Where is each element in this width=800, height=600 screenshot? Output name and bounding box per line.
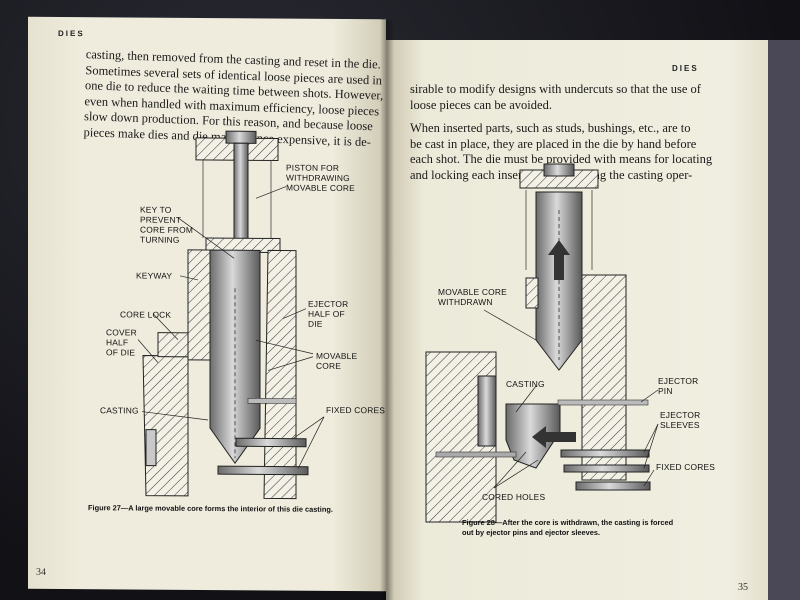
left-page: DIES casting, then removed from the cast…: [28, 16, 386, 592]
ejector-pin: [557, 399, 649, 406]
fixed-core: [575, 481, 651, 491]
figure-28-caption: Figure 28—After the core is withdrawn, t…: [462, 518, 752, 538]
figure-27-caption: Figure 27—A large movable core forms the…: [88, 503, 333, 514]
right-page: DIES sirable to modify designs with unde…: [386, 40, 768, 600]
label-casting: CASTING: [100, 405, 139, 415]
text-line: sirable to modify designs with undercuts…: [410, 82, 701, 96]
label-fixed-cores: FIXED CORES: [656, 462, 715, 472]
ejector-sleeve-2: [563, 464, 650, 473]
label-cored-holes: CORED HOLES: [482, 492, 545, 502]
text-line: loose pieces can be avoided.: [410, 97, 552, 112]
label-core-lock: CORE LOCK: [120, 309, 171, 319]
fixed-core-upper: [235, 437, 307, 448]
right-running-header: DIES: [672, 64, 699, 73]
ejector-half-block: [581, 274, 627, 481]
label-casting: CASTING: [506, 379, 545, 389]
book-cover-edge: [766, 40, 800, 600]
left-arrow-icon: [532, 426, 576, 448]
right-page-number: 35: [738, 582, 748, 593]
cover-half: [142, 355, 189, 497]
fixed-core-lower: [217, 465, 309, 476]
text-line: each shot. The die must be provided with…: [410, 152, 713, 166]
label-fixed-cores: FIXED CORES: [326, 405, 385, 415]
up-arrow-icon: [548, 240, 570, 280]
caption-line: out by ejector pins and ejector sleeves.: [462, 528, 601, 537]
piston-rod: [233, 142, 249, 244]
book-gutter: [380, 20, 394, 600]
ejector-half: [263, 249, 297, 500]
text-line: be cast in place, they are placed in the…: [410, 136, 697, 151]
text-line: When inserted parts, such as studs, bush…: [410, 121, 691, 135]
caption-line: Figure 28—After the core is withdrawn, t…: [462, 518, 674, 527]
label-keyway: KEYWAY: [136, 271, 172, 281]
ejector-sleeve-1: [560, 449, 650, 458]
left-page-number: 34: [36, 566, 46, 578]
